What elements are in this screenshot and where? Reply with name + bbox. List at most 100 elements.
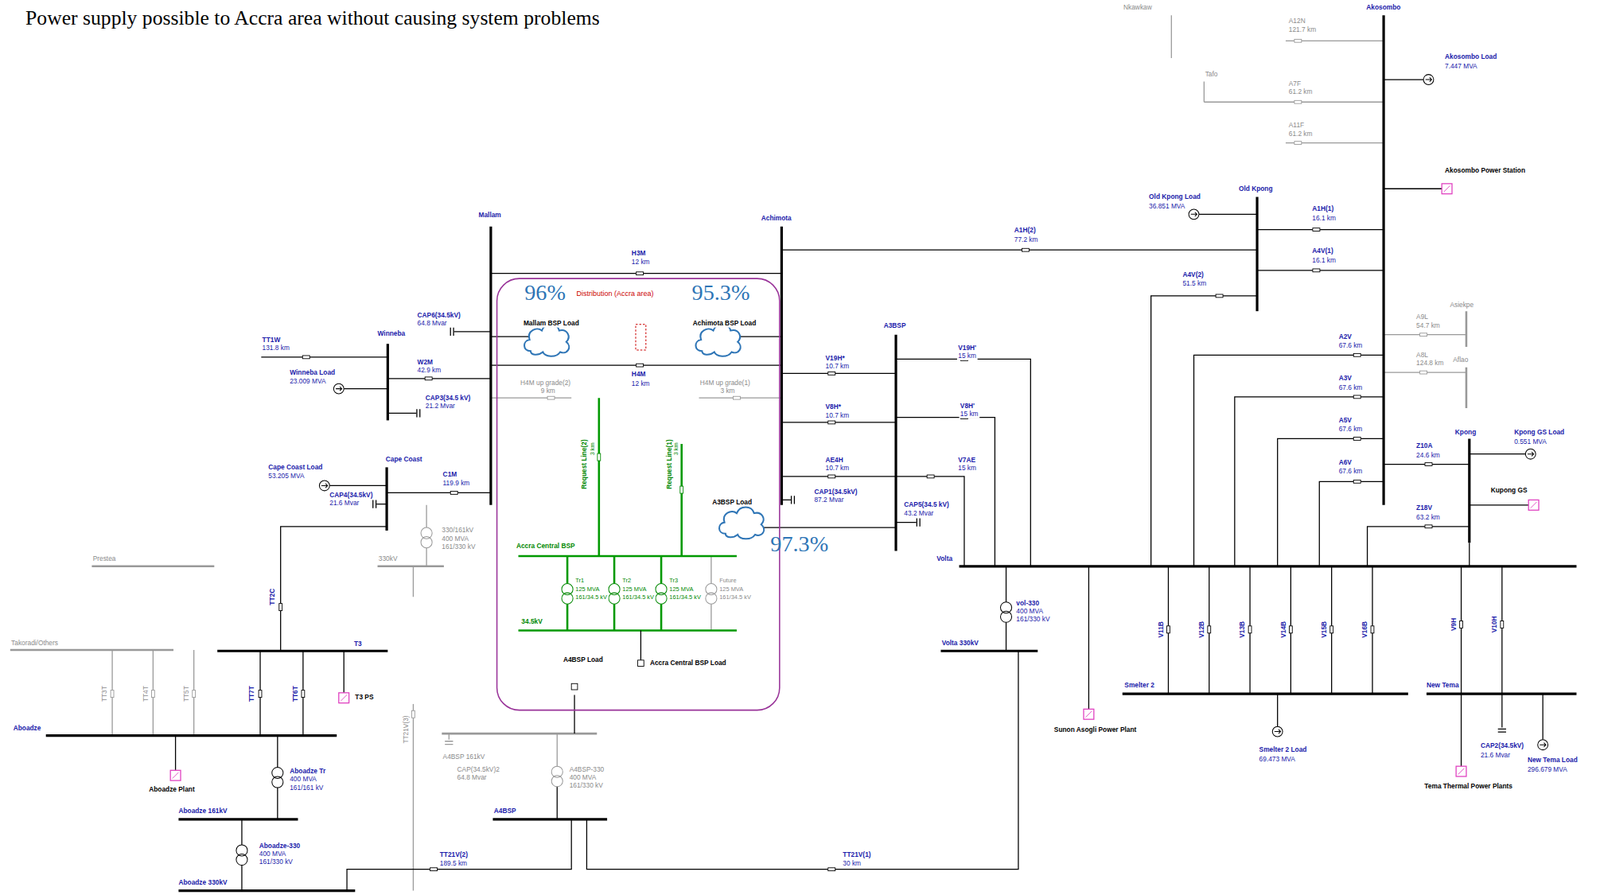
line-value: 10.7 km (824, 412, 850, 419)
line-value: 7.447 MVA (1444, 63, 1479, 71)
line-value: 67.6 km (1337, 468, 1363, 475)
bus-label: Achimota (759, 215, 793, 222)
bus-label: Smelter 2 Load (1257, 747, 1308, 754)
bus-label: V11B (1157, 620, 1164, 639)
green-label: 161/34.5 kV (668, 595, 702, 601)
grey-label: 161/34.5 kV (718, 595, 752, 601)
bus-label: Aboadze 161kV (177, 808, 229, 815)
green-label: 161/34.5 kV (574, 595, 608, 601)
bus-label: Volta (935, 556, 954, 563)
line-value: 42.9 km (416, 367, 442, 374)
bus-label: W2M (416, 358, 434, 366)
grey-label: 54.7 km (1415, 322, 1441, 329)
grey-label: Prestea (91, 556, 117, 563)
bus-label: vol-330 (1015, 599, 1040, 607)
grey-label: 64.8 Mvar (455, 774, 488, 781)
line-value: 12 km (630, 380, 651, 387)
bus-label: Cape Coast Load (267, 464, 324, 472)
plant-label: A4BSP Load (562, 657, 604, 664)
bus-label: Winneba (376, 330, 406, 338)
bus-label: V14B (1280, 620, 1287, 639)
grey-label: 161/330 kV (440, 544, 477, 551)
line-value: 51.5 km (1181, 280, 1207, 288)
grey-label: A4BSP 161kV (441, 754, 486, 761)
grey-label: A8L (1415, 351, 1429, 359)
line-value: 23.009 MVA (288, 378, 328, 386)
bus-label: New Tema Load (1526, 757, 1579, 764)
line-value: 189.5 km (438, 860, 468, 867)
region-title: Distribution (Accra area) (576, 289, 655, 297)
plant-label: Akosombo Power Station (1444, 167, 1527, 174)
grey-label: Future (718, 578, 738, 584)
bus-label: Winneba Load (288, 369, 336, 376)
bus-label: Mallam (477, 212, 503, 219)
grey-label: 330kV (377, 556, 399, 563)
bus-label: CAP4(34.5kV) (328, 491, 374, 499)
green-label: 125 MVA (668, 586, 695, 592)
bus-label: A4BSP (492, 808, 517, 815)
line-value: 131.8 km (260, 344, 291, 351)
grey-label: A7F (1288, 80, 1303, 87)
bus-label: A3V (1337, 375, 1353, 382)
line-value: 15 km (957, 465, 978, 472)
line-value: 16.1 km (1311, 256, 1337, 264)
grey-label: A4BSP-330 (568, 766, 605, 773)
line-value: 63.2 km (1415, 513, 1441, 521)
bus-label: C1M (441, 471, 458, 479)
green-label: 125 MVA (574, 586, 601, 592)
bus-label: CAP3(34.5 kV) (424, 394, 472, 401)
line-value: 161/330 kV (257, 859, 294, 866)
bus-label: V10H (1491, 615, 1499, 634)
bus-label: Aboadze Tr (288, 768, 328, 775)
bus-label: V16B (1362, 620, 1369, 639)
cloud-shape (524, 324, 569, 357)
line-value: 119.9 km (441, 480, 471, 487)
line-value: 21.2 Mvar (424, 403, 457, 410)
line-value: 36.851 MVA (1148, 202, 1187, 210)
bus-label: V9H (1450, 616, 1457, 632)
bus-label: Old Kpong Load (1148, 194, 1202, 201)
grey-label: H4M up grade(1) (699, 379, 752, 386)
grey-label: 3 km (719, 387, 736, 394)
grey-label: A12N (1288, 18, 1307, 25)
grey-label: 61.2 km (1288, 130, 1314, 137)
bus-label: CAP1(34.5kV) (813, 488, 859, 495)
green-label: 34.5kV (520, 618, 544, 625)
green-label: Request Line(1) (665, 438, 673, 491)
line-value: 21.6 Mvar (1479, 751, 1512, 759)
line-value: 296.679 MVA (1526, 766, 1569, 773)
percent-value: 97.3% (770, 532, 829, 555)
bus-label: Aboadze 330kV (177, 879, 229, 887)
grey-label: 125 MVA (718, 586, 745, 592)
bus-label: A2V (1337, 333, 1353, 340)
line-value: 16.1 km (1311, 215, 1337, 222)
grey-label: Aflao (1452, 357, 1470, 364)
bus-label: V8H* (824, 404, 842, 411)
bus-label: H4M (630, 371, 647, 378)
green-label: Tr2 (621, 578, 632, 584)
bus-label: Kpong (1454, 429, 1478, 437)
bus-label: Aboadze-330 (257, 842, 301, 849)
bus-label: V8H' (959, 403, 977, 410)
line-value: 400 MVA (1015, 607, 1044, 615)
grey-label: 400 MVA (568, 774, 597, 781)
grey-label: A11F (1288, 122, 1306, 129)
line-value: 21.6 Mvar (328, 499, 361, 507)
bus-label: CAP5(34.5 kV) (903, 502, 950, 509)
bus-label: Aboadze (11, 725, 42, 732)
bus-label: Akosombo (1365, 3, 1402, 11)
bus-label: TT21V(2) (438, 852, 469, 859)
green-label: Request Line(2) (581, 438, 588, 491)
grey-label: 330/161kV (440, 527, 475, 534)
line-value: 12 km (630, 259, 651, 266)
plant-label: Accra Central BSP Load (649, 660, 728, 667)
grey-label: Nkawkaw (1122, 3, 1153, 11)
bus-label: H3M (630, 249, 647, 257)
grey-label: 124.8 km (1415, 360, 1445, 367)
grey-label: TT4T (142, 685, 149, 703)
bus-label: A4V(2) (1181, 271, 1205, 278)
line-value: 87.2 Mvar (813, 497, 845, 504)
